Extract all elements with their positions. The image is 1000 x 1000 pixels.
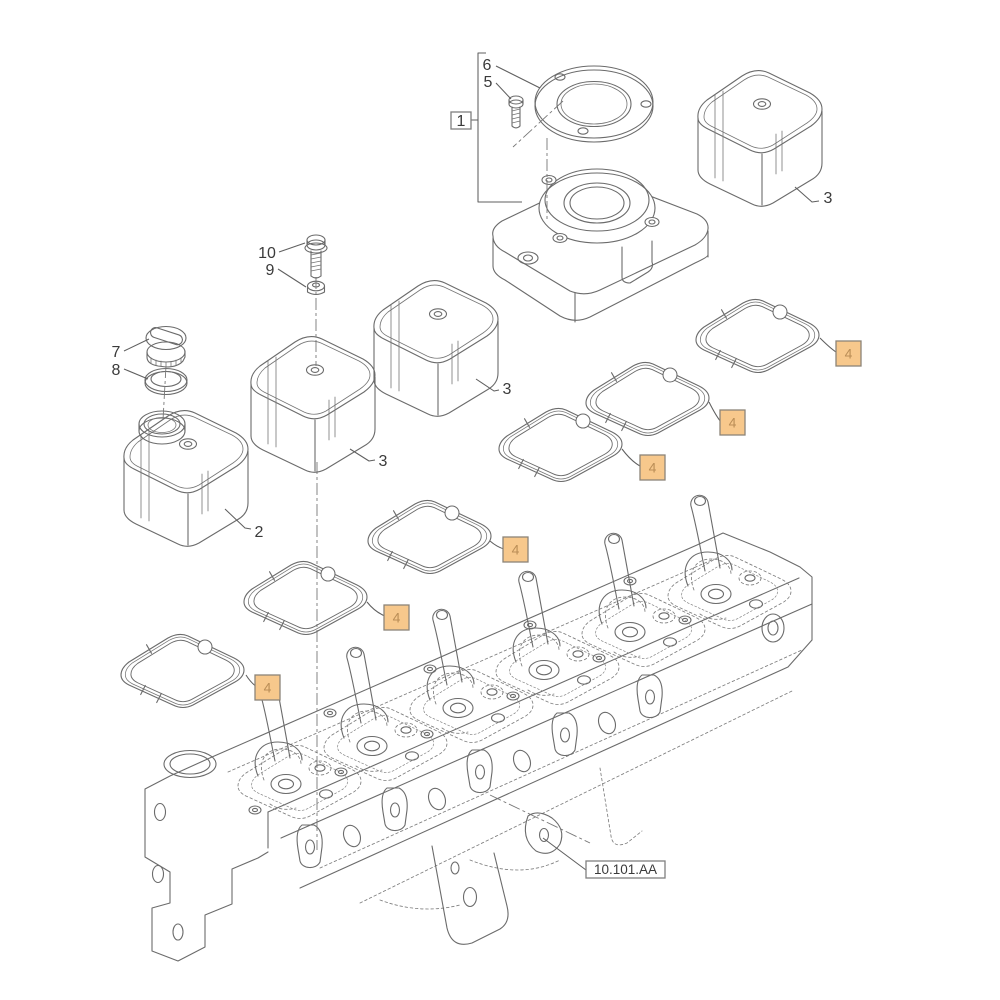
part-4-tag-5-label[interactable]: 4 bbox=[393, 610, 401, 626]
callout-9: 9 bbox=[266, 262, 275, 279]
part-4-tag-4[interactable]: 4 bbox=[502, 536, 529, 563]
leader-8 bbox=[123, 368, 149, 380]
callout-1-box bbox=[450, 111, 472, 130]
gasket-1 bbox=[696, 299, 819, 372]
cap-axis-line bbox=[162, 365, 167, 421]
callout-8: 8 bbox=[112, 362, 121, 379]
part-4-tag-1[interactable]: 4 bbox=[835, 340, 862, 367]
callout-1-label[interactable]: 1 bbox=[457, 113, 466, 130]
part-4-tag-6-box bbox=[254, 674, 281, 701]
valve-cover-middle bbox=[373, 280, 500, 417]
leader-10 bbox=[278, 242, 306, 253]
part-4-tags: 4 4 4 4 4 4 bbox=[254, 340, 862, 701]
oil-filler-cap bbox=[145, 325, 187, 368]
valve-cover-left bbox=[250, 336, 376, 473]
callout-6: 6 bbox=[483, 57, 492, 74]
leader-9 bbox=[277, 268, 307, 288]
gasket-3 bbox=[499, 408, 622, 481]
cylinder-head bbox=[144, 495, 813, 962]
callout-1[interactable]: 1 bbox=[450, 111, 472, 130]
callout-3-middle: 3 bbox=[503, 381, 512, 398]
part-4-tag-6-label[interactable]: 4 bbox=[264, 680, 272, 696]
gasket-6 bbox=[121, 634, 244, 707]
part-4-tag-2[interactable]: 4 bbox=[719, 409, 746, 436]
part-4-tag-2-label[interactable]: 4 bbox=[729, 415, 737, 431]
reference-leader bbox=[542, 837, 587, 871]
callout-3-top-right: 3 bbox=[824, 190, 833, 207]
part-4-tag-4-label[interactable]: 4 bbox=[512, 542, 520, 558]
part-4-tag-4-box bbox=[502, 536, 529, 563]
flange-bolt bbox=[304, 234, 328, 279]
gasket-5 bbox=[244, 561, 367, 634]
callout-5: 5 bbox=[484, 74, 493, 91]
flange-screw bbox=[508, 95, 524, 129]
flange-seal bbox=[534, 65, 654, 143]
part-4-tag-5[interactable]: 4 bbox=[383, 604, 410, 631]
valve-cover-oil-filler bbox=[123, 410, 252, 547]
part-4-tag-3-box bbox=[639, 454, 666, 481]
part-4-tag-1-box bbox=[835, 340, 862, 367]
valve-cover-top-right bbox=[697, 70, 823, 207]
gasket-2 bbox=[586, 362, 709, 435]
leader-7 bbox=[123, 338, 150, 352]
reference-section[interactable]: 10.101.AA bbox=[542, 837, 666, 879]
washer bbox=[306, 280, 326, 296]
part-4-tag-3[interactable]: 4 bbox=[639, 454, 666, 481]
callouts-layer: 1 6 5 10 9 7 8 3 3 3 2 bbox=[112, 57, 833, 541]
gasket-4 bbox=[368, 500, 491, 573]
leader-6 bbox=[495, 65, 541, 89]
reference-box[interactable] bbox=[585, 860, 666, 879]
callout-10: 10 bbox=[258, 245, 276, 262]
callout-2: 2 bbox=[255, 524, 264, 541]
screw-axis-line bbox=[512, 100, 564, 148]
reference-code[interactable]: 10.101.AA bbox=[594, 862, 657, 877]
part-4-tag-6[interactable]: 4 bbox=[254, 674, 281, 701]
part-4-tag-2-box bbox=[719, 409, 746, 436]
breather-cover-assembly bbox=[492, 168, 709, 323]
callout-3-left: 3 bbox=[379, 453, 388, 470]
gaskets bbox=[121, 299, 837, 707]
part-4-tag-3-label[interactable]: 4 bbox=[649, 460, 657, 476]
leader-5 bbox=[495, 82, 512, 100]
part-4-tag-5-box bbox=[383, 604, 410, 631]
callout-7: 7 bbox=[112, 344, 121, 361]
part-4-tag-1-label[interactable]: 4 bbox=[845, 346, 853, 362]
